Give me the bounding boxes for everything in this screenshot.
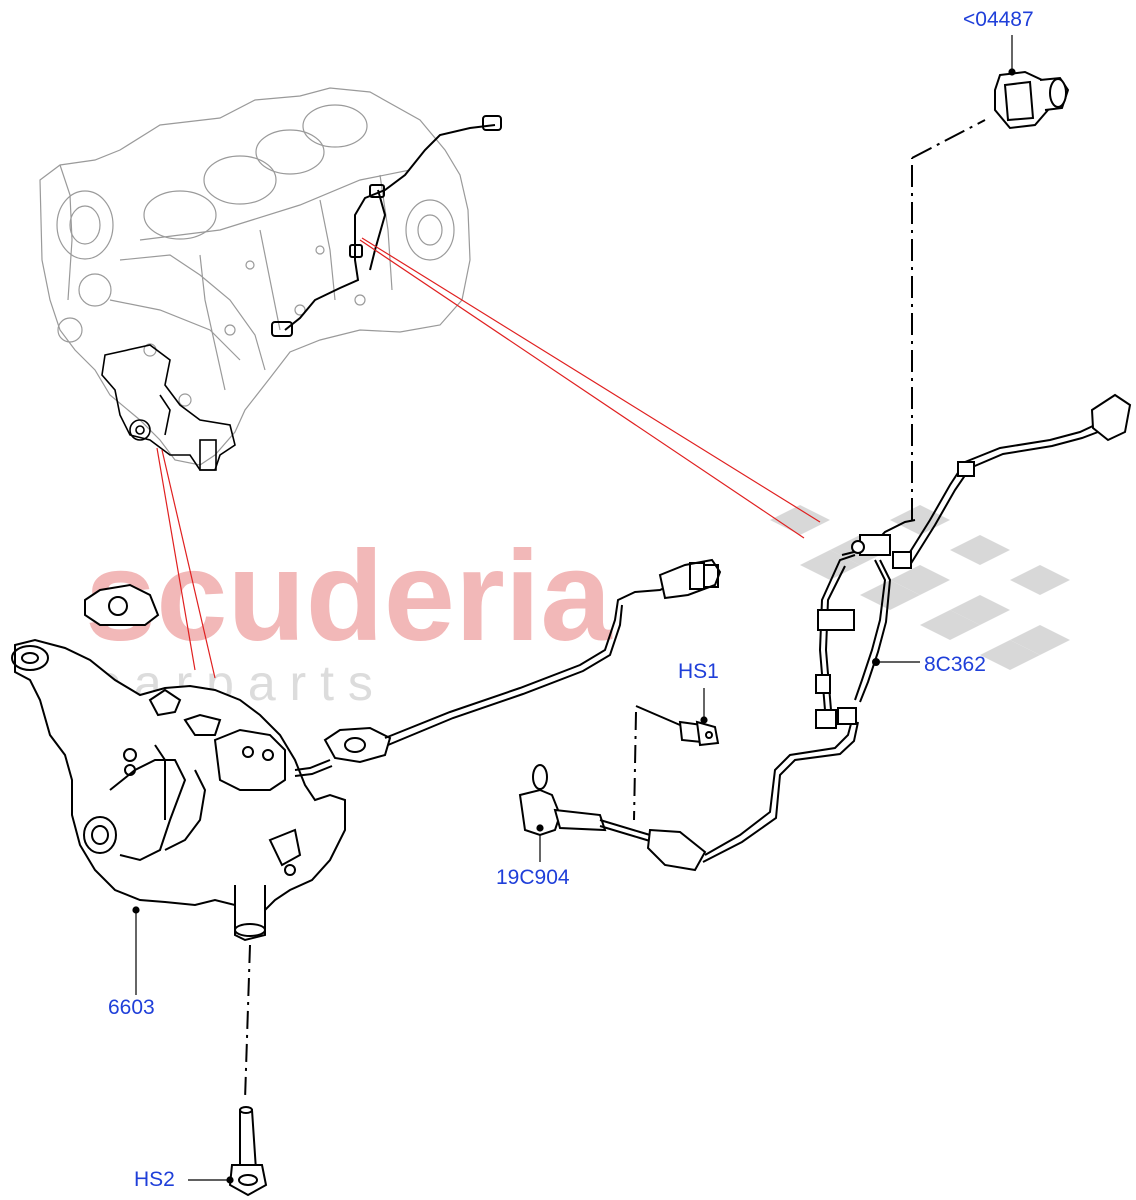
bolt-hs2 [228, 944, 268, 1197]
oil-pump-main [11, 583, 346, 942]
callout-leaders [132, 35, 1016, 1184]
callout-04487[interactable]: <04487 [963, 8, 1034, 31]
callout-hs2[interactable]: HS2 [134, 1168, 175, 1191]
watermark-checker-flag [770, 505, 1070, 670]
callout-8c362[interactable]: 8C362 [924, 653, 986, 676]
oil-pump-on-block [101, 344, 236, 471]
harness-8c362 [702, 393, 1132, 863]
callout-hs1[interactable]: HS1 [678, 660, 719, 683]
callout-19c904[interactable]: 19C904 [496, 866, 570, 889]
connector-04487 [911, 70, 1070, 520]
watermark-brand: scuderia [85, 525, 612, 668]
harness-on-block [271, 115, 502, 337]
watermark: scuderia c a r p a r t s [85, 505, 1070, 711]
engine-block [39, 87, 471, 466]
leader-lines-red [156, 237, 821, 679]
sensor-19c904 [518, 711, 707, 872]
callout-6603[interactable]: 6603 [108, 996, 155, 1019]
pump-outlet-pipe [294, 558, 722, 777]
bolt-hs1 [635, 705, 720, 747]
